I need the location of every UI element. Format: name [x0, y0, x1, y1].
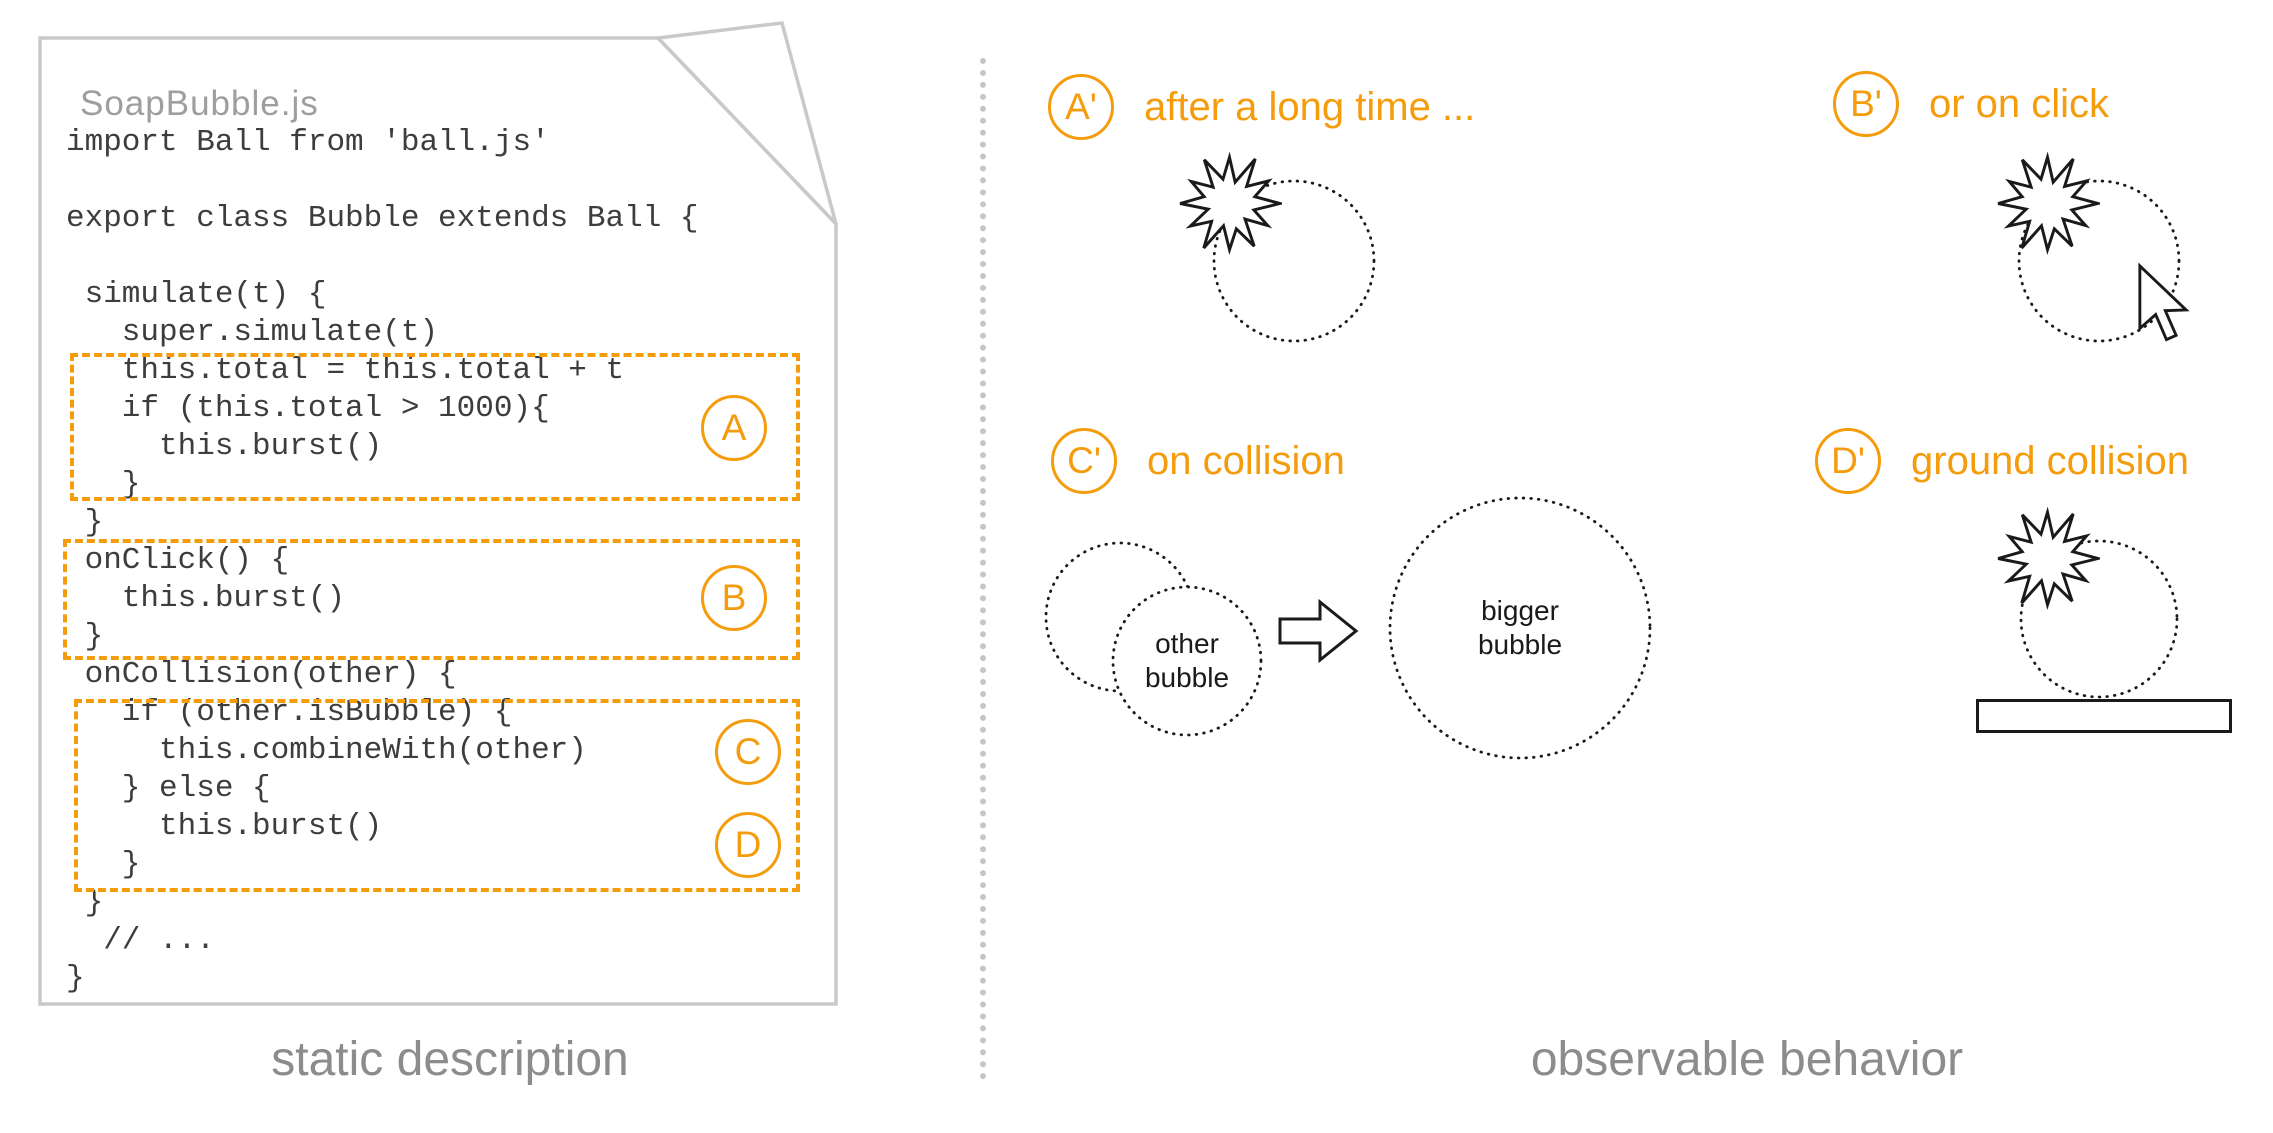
bubble-dotted-circle-icon — [2017, 179, 2181, 343]
behavior-c-label: on collision — [1147, 438, 1345, 483]
section-divider — [980, 58, 986, 1080]
code-line: } — [66, 467, 141, 502]
behavior-b-header: B' or on click — [1833, 71, 2109, 137]
code-line — [66, 162, 699, 200]
code-line: simulate(t) { — [66, 277, 327, 312]
burst-icon — [1996, 510, 2100, 607]
code-line: } — [66, 847, 141, 882]
bubble-dotted-circle-icon — [2019, 539, 2179, 699]
annotation-box-cd — [74, 699, 800, 892]
behavior-a-header: A' after a long time ... — [1048, 74, 1475, 140]
behavior-c-header: C' on collision — [1051, 428, 1345, 494]
ground-rect — [1976, 699, 2232, 733]
document-page-icon — [38, 21, 838, 1006]
code-line: super.simulate(t) — [66, 315, 439, 350]
behavior-d-header: D' ground collision — [1815, 428, 2189, 494]
file-title: SoapBubble.js — [80, 84, 319, 123]
behavior-b-badge: B' — [1833, 71, 1899, 137]
code-line: onCollision(other) { — [66, 657, 457, 692]
code-line: } — [66, 885, 104, 920]
transform-arrow-icon — [1278, 598, 1359, 664]
burst-icon — [1178, 155, 1282, 252]
annotation-badge-c: C — [715, 719, 781, 785]
code-line: if (this.total > 1000){ — [66, 391, 550, 426]
code-line: this.total = this.total + t — [66, 353, 625, 388]
behavior-b-label: or on click — [1929, 81, 2110, 126]
caption-observable-behavior: observable behavior — [1530, 1033, 1964, 1086]
code-line: this.burst() — [66, 809, 383, 844]
code-line: } else { — [66, 771, 271, 806]
behavior-d-label: ground collision — [1911, 438, 2189, 483]
bigger-bubble-label: bigger bubble — [1477, 595, 1563, 660]
code-line: } — [66, 505, 104, 540]
annotation-badge-a: A — [701, 395, 767, 461]
other-bubble-label: other bubble — [1144, 628, 1230, 693]
code-line: import Ball from 'ball.js' — [66, 125, 550, 160]
behavior-a-label: after a long time ... — [1144, 84, 1476, 129]
code-line: onClick() { — [66, 543, 290, 578]
cursor-arrow-icon — [2138, 262, 2190, 342]
burst-icon — [1996, 155, 2100, 252]
code-line: this.burst() — [66, 429, 383, 464]
code-line: this.combineWith(other) — [66, 733, 587, 768]
behavior-c-badge: C' — [1051, 428, 1117, 494]
bigger-bubble-dotted-circle-icon — [1388, 496, 1652, 760]
behavior-d-badge: D' — [1815, 428, 1881, 494]
code-line: this.burst() — [66, 581, 346, 616]
annotation-box-b — [63, 539, 800, 660]
other-bubble-dotted-circle-icon — [1111, 585, 1263, 737]
annotation-box-a — [70, 353, 800, 501]
code-line — [66, 238, 699, 276]
code-line: // ... — [66, 923, 215, 958]
behavior-a-badge: A' — [1048, 74, 1114, 140]
caption-static-description: static description — [271, 1033, 629, 1086]
code-line: export class Bubble extends Ball { — [66, 201, 699, 236]
annotation-badge-d: D — [715, 812, 781, 878]
code-line: } — [66, 619, 104, 654]
bubble-dotted-circle-icon — [1212, 179, 1376, 343]
annotation-badge-b: B — [701, 565, 767, 631]
code-line: } — [66, 961, 85, 996]
